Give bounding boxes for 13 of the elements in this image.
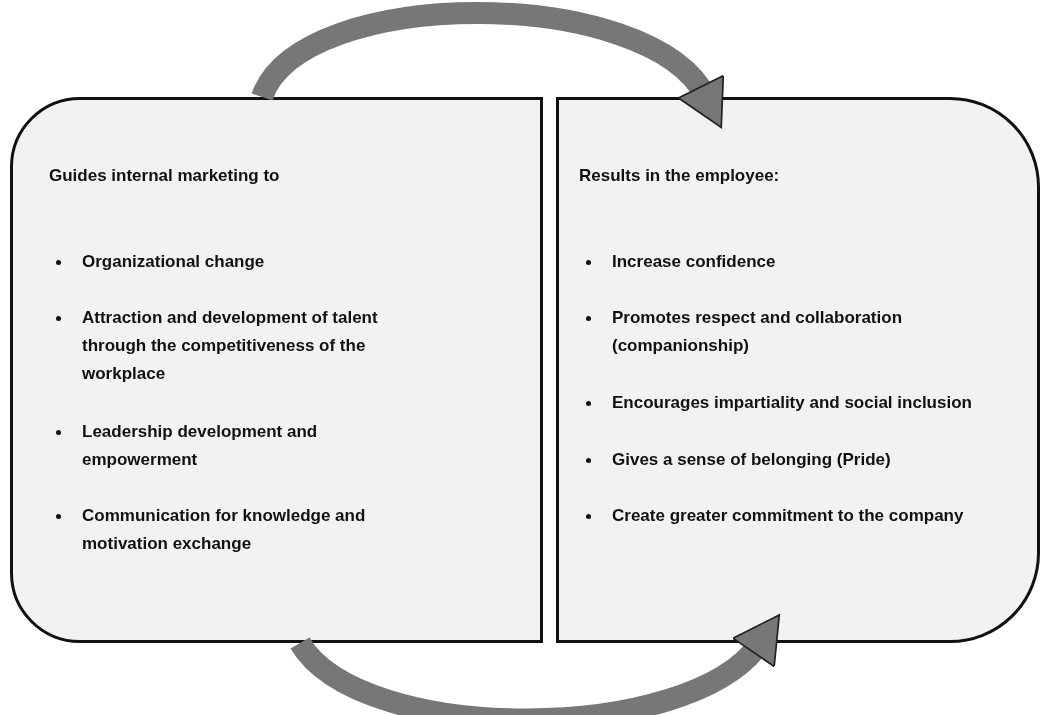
rounded-panel: [10, 97, 543, 643]
list-item-text: Promotes respect and collaboration (companionship): [612, 307, 903, 357]
list-item-text: Organizational change: [82, 251, 266, 273]
panel-heading: Results in the employee:: [579, 165, 781, 187]
list-item-text: Encourages impartiality and social inclusion: [612, 392, 973, 414]
list-item-text: Gives a sense of belonging (Pride): [612, 449, 892, 471]
panel-heading: Guides internal marketing to: [49, 165, 281, 187]
list-item-text: Leadership development and empowerment: [82, 421, 319, 471]
list-item-text: Increase confidence: [612, 251, 777, 273]
list-item-text: Attraction and development of talent through the competitiveness of the workplace: [82, 307, 379, 385]
list-item-text: Communication for knowledge and motivation exchange: [82, 505, 367, 555]
rounded-panel: [556, 97, 1040, 643]
list-item-text: Create greater commitment to the company: [612, 505, 965, 527]
